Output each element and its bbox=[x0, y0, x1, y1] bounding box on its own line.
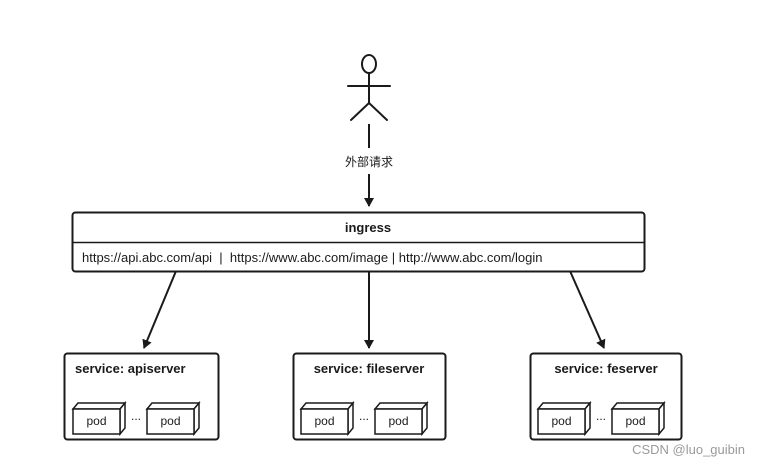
service-title: service: fileserver bbox=[314, 361, 425, 376]
pod-label: pod bbox=[86, 414, 106, 428]
pod-node: pod bbox=[610, 400, 666, 437]
ingress-routes: https://api.abc.com/api | https://www.ab… bbox=[82, 250, 543, 265]
pod-label: pod bbox=[388, 414, 408, 428]
request-edge-label: 外部请求 bbox=[345, 154, 393, 169]
pod-node: pod bbox=[536, 400, 592, 437]
pod-label: pod bbox=[551, 414, 571, 428]
pod-label: pod bbox=[314, 414, 334, 428]
pod-node: pod bbox=[373, 400, 429, 437]
stick-figure-icon bbox=[347, 54, 391, 121]
service-title: service: apiserver bbox=[75, 361, 186, 376]
service-title: service: feserver bbox=[554, 361, 657, 376]
pod-label: pod bbox=[625, 414, 645, 428]
edge-to-apiserver bbox=[142, 270, 177, 349]
edge-to-feserver bbox=[569, 270, 606, 349]
service-node: service: feserver pod ... pod bbox=[529, 352, 683, 441]
pod-ellipsis: ... bbox=[596, 409, 606, 423]
pod-ellipsis: ... bbox=[359, 409, 369, 423]
pod-node: pod bbox=[299, 400, 355, 437]
service-node: service: apiserver pod ... pod bbox=[63, 352, 220, 441]
service-node: service: fileserver pod ... pod bbox=[292, 352, 447, 441]
pod-node: pod bbox=[71, 400, 127, 437]
pod-ellipsis: ... bbox=[131, 409, 141, 423]
pod-node: pod bbox=[145, 400, 201, 437]
request-edge: 外部请求 bbox=[345, 124, 393, 207]
ingress-title: ingress bbox=[345, 220, 391, 235]
csdn-watermark: CSDN @luo_guibin bbox=[632, 442, 745, 457]
pod-label: pod bbox=[160, 414, 180, 428]
ingress-node: ingress https://api.abc.com/api | https:… bbox=[71, 211, 646, 273]
